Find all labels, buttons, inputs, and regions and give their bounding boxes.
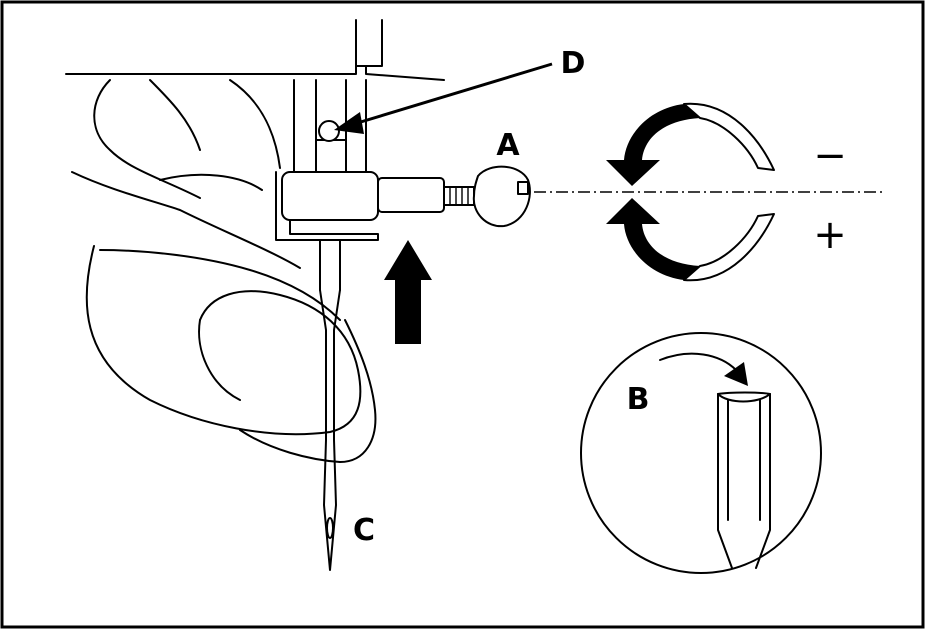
needle-clamp xyxy=(275,165,531,241)
label-b: B xyxy=(627,382,650,417)
minus-symbol: − xyxy=(813,133,847,179)
clamp-screw-thread xyxy=(443,186,475,206)
hand xyxy=(71,79,377,463)
label-a: A xyxy=(496,128,520,163)
plus-symbol: + xyxy=(813,212,847,258)
rotation-arrows-icon xyxy=(606,102,775,282)
label-d: D xyxy=(561,46,586,81)
screw-head-a xyxy=(472,165,531,228)
screw-hole-d xyxy=(318,120,340,142)
needle xyxy=(319,239,341,571)
needle-eye xyxy=(326,517,334,539)
needle-detail-inset xyxy=(580,332,822,574)
machine-housing xyxy=(65,19,445,173)
up-arrow-icon xyxy=(384,240,432,344)
leader-arrow-d xyxy=(334,62,553,134)
label-c: C xyxy=(353,513,375,548)
